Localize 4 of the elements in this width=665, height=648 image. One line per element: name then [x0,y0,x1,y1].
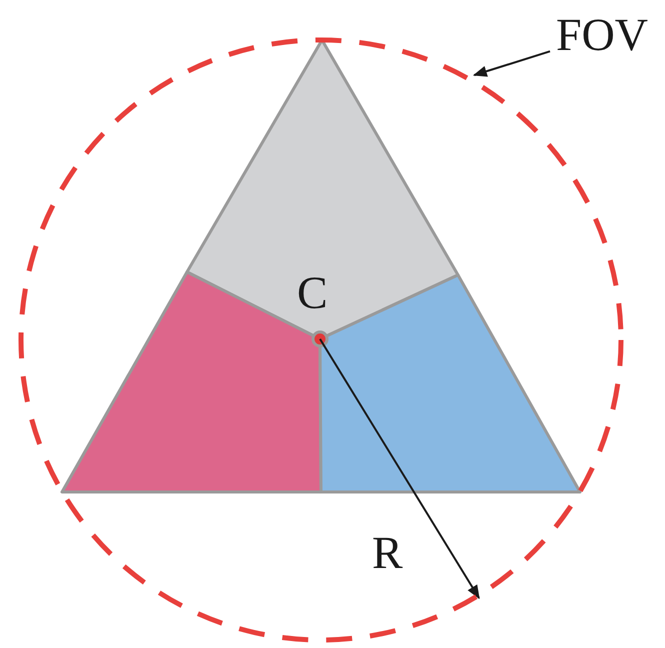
radius-label: R [372,530,403,576]
callout-label: FOV [556,12,648,58]
center-label: C [297,270,328,316]
leader-line [472,50,550,77]
